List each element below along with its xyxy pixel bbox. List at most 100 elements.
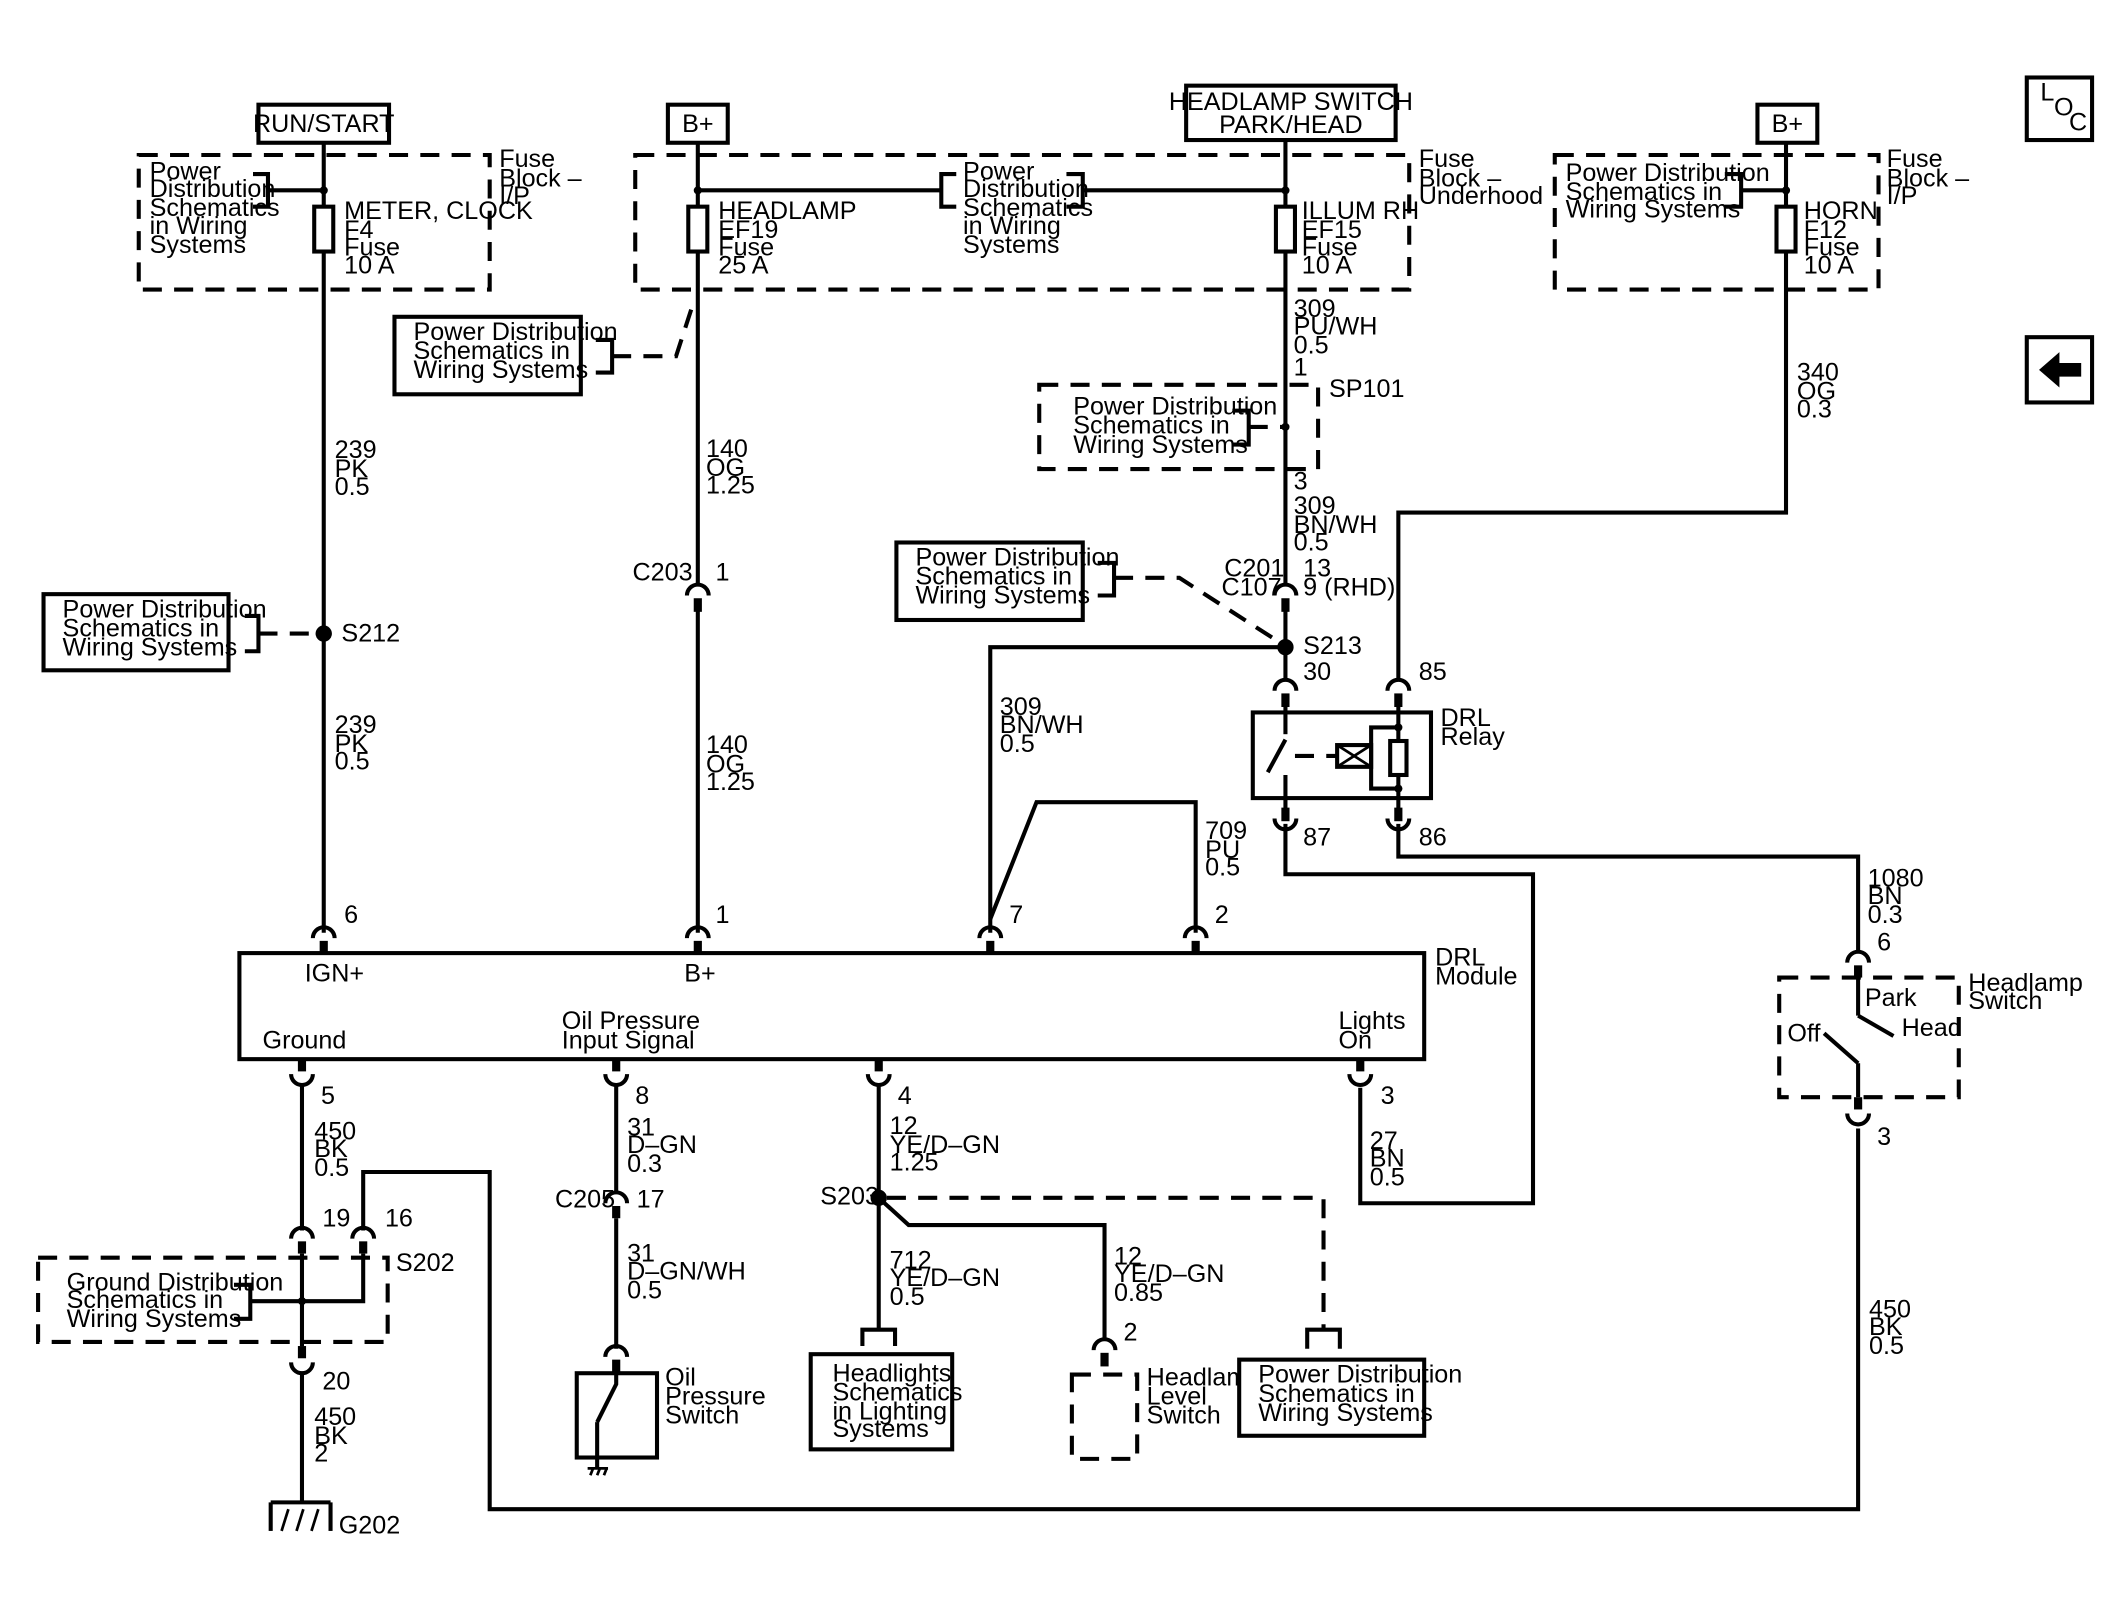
c201-connector — [1272, 582, 1299, 596]
relay-pin-86: 86 — [1419, 824, 1447, 852]
module-pin-4-label: 4 — [898, 1082, 912, 1110]
c203-label: C203 — [633, 559, 693, 587]
svg-text:Fuse: Fuse — [344, 234, 400, 262]
module-pin-6 — [310, 925, 337, 954]
svg-text:Wiring Systems: Wiring Systems — [1566, 196, 1741, 224]
wire-140-lower: 140 OG 1.25 — [706, 731, 755, 796]
svg-text:0.5: 0.5 — [1869, 1332, 1904, 1360]
svg-text:450: 450 — [314, 1117, 356, 1145]
svg-text:Fuse: Fuse — [499, 145, 555, 173]
s203-label: S203 — [820, 1183, 879, 1211]
svg-text:Wiring Systems: Wiring Systems — [67, 1305, 242, 1333]
svg-text:in Wiring: in Wiring — [150, 212, 248, 240]
sp101-pin3: 3 — [1294, 467, 1308, 495]
svg-text:Block –: Block – — [499, 164, 581, 192]
pds-ref-s212: Power Distribution Schematics in Wiring … — [41, 592, 324, 673]
svg-text:Fuse: Fuse — [1887, 145, 1943, 173]
fuse-meter-clock — [312, 204, 336, 254]
svg-text:309: 309 — [1000, 693, 1042, 721]
headlamp-switch-header-line2: PARK/HEAD — [1219, 111, 1362, 139]
svg-text:Schematics in: Schematics in — [414, 337, 571, 365]
svg-text:10 A: 10 A — [344, 251, 395, 279]
svg-text:DRL: DRL — [1441, 704, 1491, 732]
svg-text:Schematics in: Schematics in — [63, 614, 220, 642]
svg-text:0.3: 0.3 — [1868, 901, 1903, 929]
svg-text:31: 31 — [627, 1240, 655, 1268]
module-pin-4 — [865, 1059, 892, 1087]
back-arrow-icon[interactable] — [2024, 335, 2095, 405]
svg-text:Schematics in: Schematics in — [1566, 178, 1723, 206]
svg-text:Power Distribution: Power Distribution — [1258, 1361, 1462, 1389]
svg-text:0.5: 0.5 — [1205, 854, 1240, 882]
svg-text:0.85: 0.85 — [1114, 1279, 1163, 1307]
pds-ref-underhood: Power Distribution Schematics in Wiring … — [939, 157, 1093, 259]
wire-12-upper: 12 YE/D–GN 1.25 — [890, 1112, 1000, 1177]
svg-text:712: 712 — [890, 1247, 932, 1275]
oil-signal-label: Oil Pressure Input Signal — [562, 1007, 700, 1054]
svg-text:Switch: Switch — [1968, 987, 2042, 1015]
module-pin-7 — [977, 925, 1004, 954]
bplus-input-label: B+ — [684, 960, 715, 988]
svg-text:0.5: 0.5 — [335, 473, 370, 501]
svg-text:1.25: 1.25 — [706, 768, 755, 796]
svg-text:PU: PU — [1205, 836, 1240, 864]
wire-309-pu-wh: 309 PU/WH 0.5 — [1294, 295, 1378, 360]
svg-text:Block –: Block – — [1887, 164, 1969, 192]
svg-text:309: 309 — [1294, 295, 1336, 323]
pds-ref-sp101: Power Distribution Schematics in Wiring … — [1073, 393, 1286, 459]
svg-text:1.25: 1.25 — [706, 472, 755, 500]
fuse-meter-label: METER, CLOCK F4 Fuse 10 A — [344, 197, 533, 279]
fuse-horn-label: HORN F12 Fuse 10 A — [1804, 197, 1878, 279]
svg-text:Systems: Systems — [832, 1415, 928, 1443]
svg-text:ILLUM RH: ILLUM RH — [1302, 197, 1419, 225]
svg-text:Input Signal: Input Signal — [562, 1026, 695, 1054]
svg-text:140: 140 — [706, 731, 748, 759]
svg-text:Power: Power — [150, 157, 221, 185]
svg-text:Distribution: Distribution — [963, 175, 1089, 203]
splice-s213 — [1277, 639, 1294, 656]
fuse-ip-left-label: Fuse Block – I/P — [499, 145, 581, 210]
svg-text:Switch: Switch — [665, 1402, 739, 1430]
fuse-illum-ef15 — [1273, 204, 1298, 254]
wire-450-switch: 450 BK 0.5 — [1869, 1295, 1911, 1360]
ground-icon — [268, 1500, 333, 1532]
svg-text:31: 31 — [627, 1113, 655, 1141]
svg-text:0.5: 0.5 — [335, 748, 370, 776]
svg-text:BK: BK — [1869, 1313, 1903, 1341]
wire-31-lower: 31 D–GN/WH 0.5 — [627, 1240, 746, 1305]
svg-text:YE/D–GN: YE/D–GN — [890, 1131, 1000, 1159]
bplus-header-1: B+ — [665, 102, 730, 145]
switch-icon — [595, 1373, 619, 1469]
sp101-pin1: 1 — [1294, 353, 1308, 381]
svg-text:Distribution: Distribution — [150, 175, 276, 203]
splice-pack-s202 — [36, 1255, 390, 1344]
oil-switch-label: Oil Pressure Switch — [665, 1363, 766, 1429]
wire-309-bn-wh-b: 309 BN/WH 0.5 — [1000, 693, 1084, 758]
fuse-illum-label: ILLUM RH EF15 Fuse 10 A — [1302, 197, 1419, 279]
svg-text:HORN: HORN — [1804, 197, 1878, 225]
module-pin-1-label: 1 — [715, 901, 729, 929]
svg-text:1080: 1080 — [1868, 864, 1924, 892]
svg-text:Power Distribution: Power Distribution — [915, 544, 1119, 572]
loc-icon[interactable]: L O C — [2024, 75, 2095, 143]
wire-140-upper: 140 OG 1.25 — [706, 435, 755, 500]
headlamp-level-switch — [1069, 1337, 1140, 1461]
svg-text:Oil Pressure: Oil Pressure — [562, 1007, 700, 1035]
off-label: Off — [1787, 1019, 1821, 1047]
loc-l: L — [2040, 79, 2054, 107]
svg-text:9 (RHD): 9 (RHD) — [1303, 574, 1395, 602]
svg-text:2: 2 — [314, 1440, 328, 1468]
svg-text:10 A: 10 A — [1804, 251, 1855, 279]
svg-text:0.5: 0.5 — [1000, 730, 1035, 758]
head-label: Head — [1902, 1014, 1962, 1042]
svg-text:Lights: Lights — [1338, 1007, 1405, 1035]
s202-pin-16: 16 — [385, 1204, 413, 1232]
module-pin-2 — [1182, 925, 1209, 954]
drl-relay-label: DRL Relay — [1441, 704, 1506, 751]
svg-text:0.5: 0.5 — [1294, 332, 1329, 360]
svg-text:450: 450 — [1869, 1295, 1911, 1323]
svg-text:Wiring Systems: Wiring Systems — [414, 356, 589, 384]
svg-text:Systems: Systems — [150, 231, 246, 259]
svg-text:PK: PK — [335, 730, 369, 758]
svg-text:C201: C201 — [1224, 554, 1284, 582]
